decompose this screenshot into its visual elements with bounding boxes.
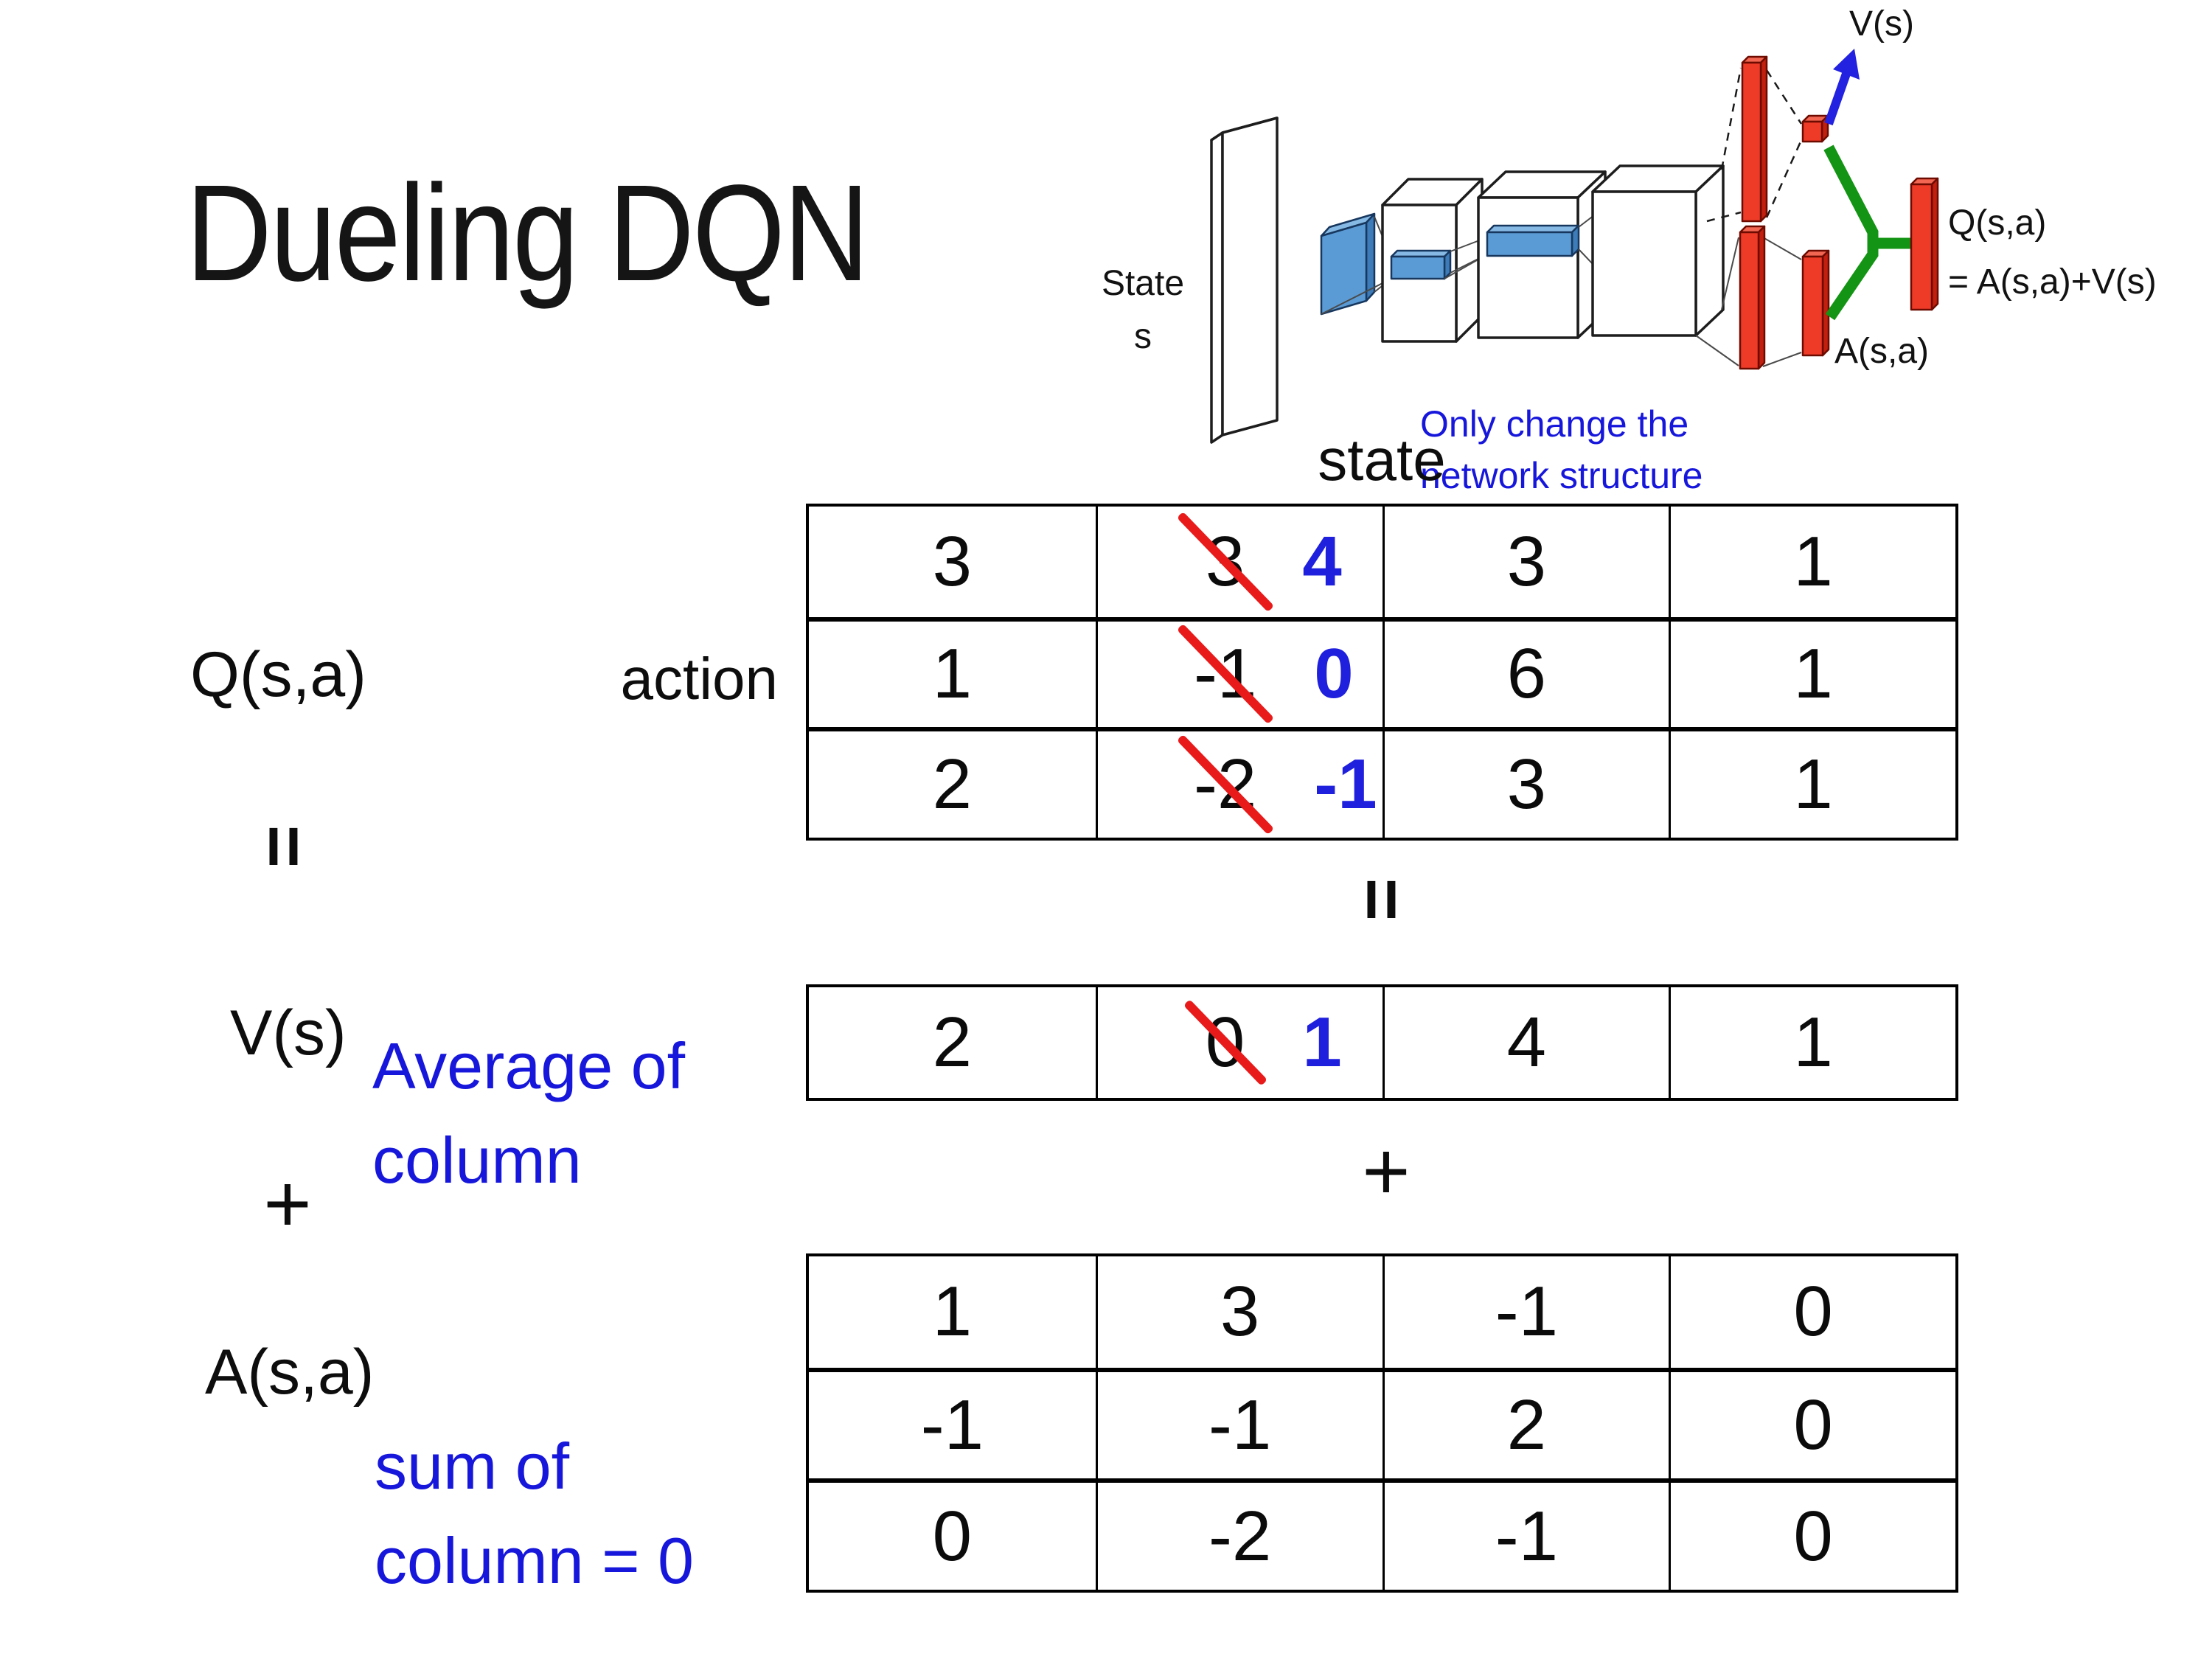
- state-axis-label: state: [1318, 427, 1446, 493]
- a-table-cell-r1c2: 3: [1095, 1256, 1382, 1368]
- red-strike-line-icon: [1176, 511, 1274, 613]
- red-strike-line-icon: [1176, 734, 1274, 835]
- q-table-cell-r3c4: 1: [1669, 727, 1955, 838]
- v-table-cell-r1c4: 1: [1669, 987, 1955, 1098]
- a-table-cell-r3c3: -1: [1382, 1478, 1669, 1590]
- a-annotation-line1: sum of: [375, 1430, 570, 1503]
- v-output-node: [1801, 114, 1829, 143]
- q-table-cell-r2c2: -1 0: [1095, 616, 1382, 728]
- v-annotation-line1: Average of: [372, 1029, 686, 1102]
- v-annotation-line2: column: [372, 1123, 582, 1197]
- v-table-cell-r1c1: 2: [932, 1003, 973, 1082]
- advantage-stream-bar: [1739, 225, 1766, 370]
- q-table-cell-r2c3: 6: [1382, 616, 1669, 728]
- diagram-v-label: V(s): [1849, 4, 1914, 44]
- a-table-cell-r2c2: -1: [1095, 1367, 1382, 1479]
- diagram-q-label-line1: Q(s,a): [1948, 204, 2046, 243]
- old-value: 0: [1183, 999, 1267, 1086]
- action-axis-label: action: [620, 646, 778, 712]
- v-function-label: V(s): [230, 998, 347, 1068]
- q-output-bar: [1910, 177, 1939, 311]
- merge-connector: [1823, 145, 1911, 321]
- a-table-cell-r2c3: 2: [1382, 1367, 1669, 1479]
- plus-sign-middle: +: [1362, 1124, 1411, 1217]
- q-table-cell-r1c4: 1: [1669, 507, 1955, 617]
- a-annotation-line2: column = 0: [375, 1523, 694, 1597]
- equals-sign-middle: =: [1340, 877, 1424, 922]
- q-table-cell-r1c3: 3: [1382, 507, 1669, 617]
- a-table-cell-r2c1: -1: [809, 1367, 1096, 1479]
- diagram-note-line2: network structure: [1420, 455, 1703, 496]
- a-table-cell-r1c1: 1: [932, 1272, 973, 1352]
- changed-value-pair: -1 0: [1176, 624, 1354, 725]
- new-value: 0: [1314, 634, 1354, 714]
- a-table-cell-r2c4: 0: [1669, 1367, 1955, 1479]
- diagram-note-line1: Only change the: [1420, 403, 1688, 445]
- a-table-cell-r3c2: -2: [1095, 1478, 1382, 1590]
- conv-filter-patch: [1320, 212, 1376, 316]
- input-frame-shape: [1210, 116, 1279, 444]
- diagram-a-label: A(s,a): [1834, 332, 1929, 371]
- changed-value-pair: 34: [1176, 511, 1342, 613]
- changed-value-pair: -2 -1: [1176, 734, 1377, 835]
- feature-bar-2: [1486, 224, 1580, 257]
- a-table-cell-r1c3: -1: [1382, 1256, 1669, 1368]
- new-value: -1: [1314, 745, 1377, 824]
- v-matrix-table: 20141: [806, 984, 1958, 1101]
- a-table-cell-r3c4: 0: [1669, 1478, 1955, 1590]
- new-value: 4: [1302, 521, 1342, 601]
- q-table-cell-r3c3: 3: [1382, 727, 1669, 838]
- diagram-state-label-line1: State: [1102, 264, 1184, 303]
- slide-title: Dueling DQN: [186, 157, 869, 310]
- a-table-cell-r1c4: 0: [1669, 1256, 1955, 1368]
- changed-value-pair: 01: [1183, 999, 1342, 1086]
- q-table-cell-r1c1: 3: [932, 521, 973, 601]
- q-table-cell-r2c1: 1: [809, 616, 1096, 728]
- a-function-label: A(s,a): [205, 1337, 375, 1408]
- plus-sign-left: +: [263, 1157, 312, 1250]
- a-output-bar: [1801, 249, 1830, 357]
- old-value: -2: [1176, 734, 1274, 835]
- q-table-cell-r1c2: 34: [1095, 507, 1382, 617]
- v-annotation: Average of column: [372, 1019, 685, 1207]
- q-table-cell-r2c4: 1: [1669, 616, 1955, 728]
- old-value: -1: [1176, 624, 1274, 725]
- fully-connected-box: [1591, 164, 1725, 337]
- feature-bar-1: [1390, 249, 1452, 280]
- q-table-cell-r3c1: 2: [809, 727, 1096, 838]
- new-value: 1: [1302, 1003, 1342, 1082]
- network-diagram: State s V(s) A(s,a) Q(s,a) = A(s,a)+V(s)…: [1102, 4, 2157, 496]
- q-function-label: Q(s,a): [190, 639, 366, 710]
- red-strike-line-icon: [1183, 999, 1267, 1086]
- v-table-cell-r1c3: 4: [1382, 987, 1669, 1098]
- old-value: 3: [1176, 511, 1274, 613]
- diagram-state-label-line2: s: [1134, 317, 1152, 356]
- red-strike-line-icon: [1176, 624, 1274, 725]
- value-stream-bar: [1741, 55, 1768, 223]
- diagram-q-label-line2: = A(s,a)+V(s): [1948, 262, 2157, 302]
- a-annotation: sum of column = 0: [375, 1419, 694, 1607]
- q-table-cell-r3c2: -2 -1: [1095, 727, 1382, 838]
- equals-sign-left: =: [243, 824, 326, 869]
- v-table-cell-r1c2: 01: [1095, 987, 1382, 1098]
- a-table-cell-r3c1: 0: [809, 1478, 1096, 1590]
- v-output-arrow-icon: [1824, 49, 1860, 125]
